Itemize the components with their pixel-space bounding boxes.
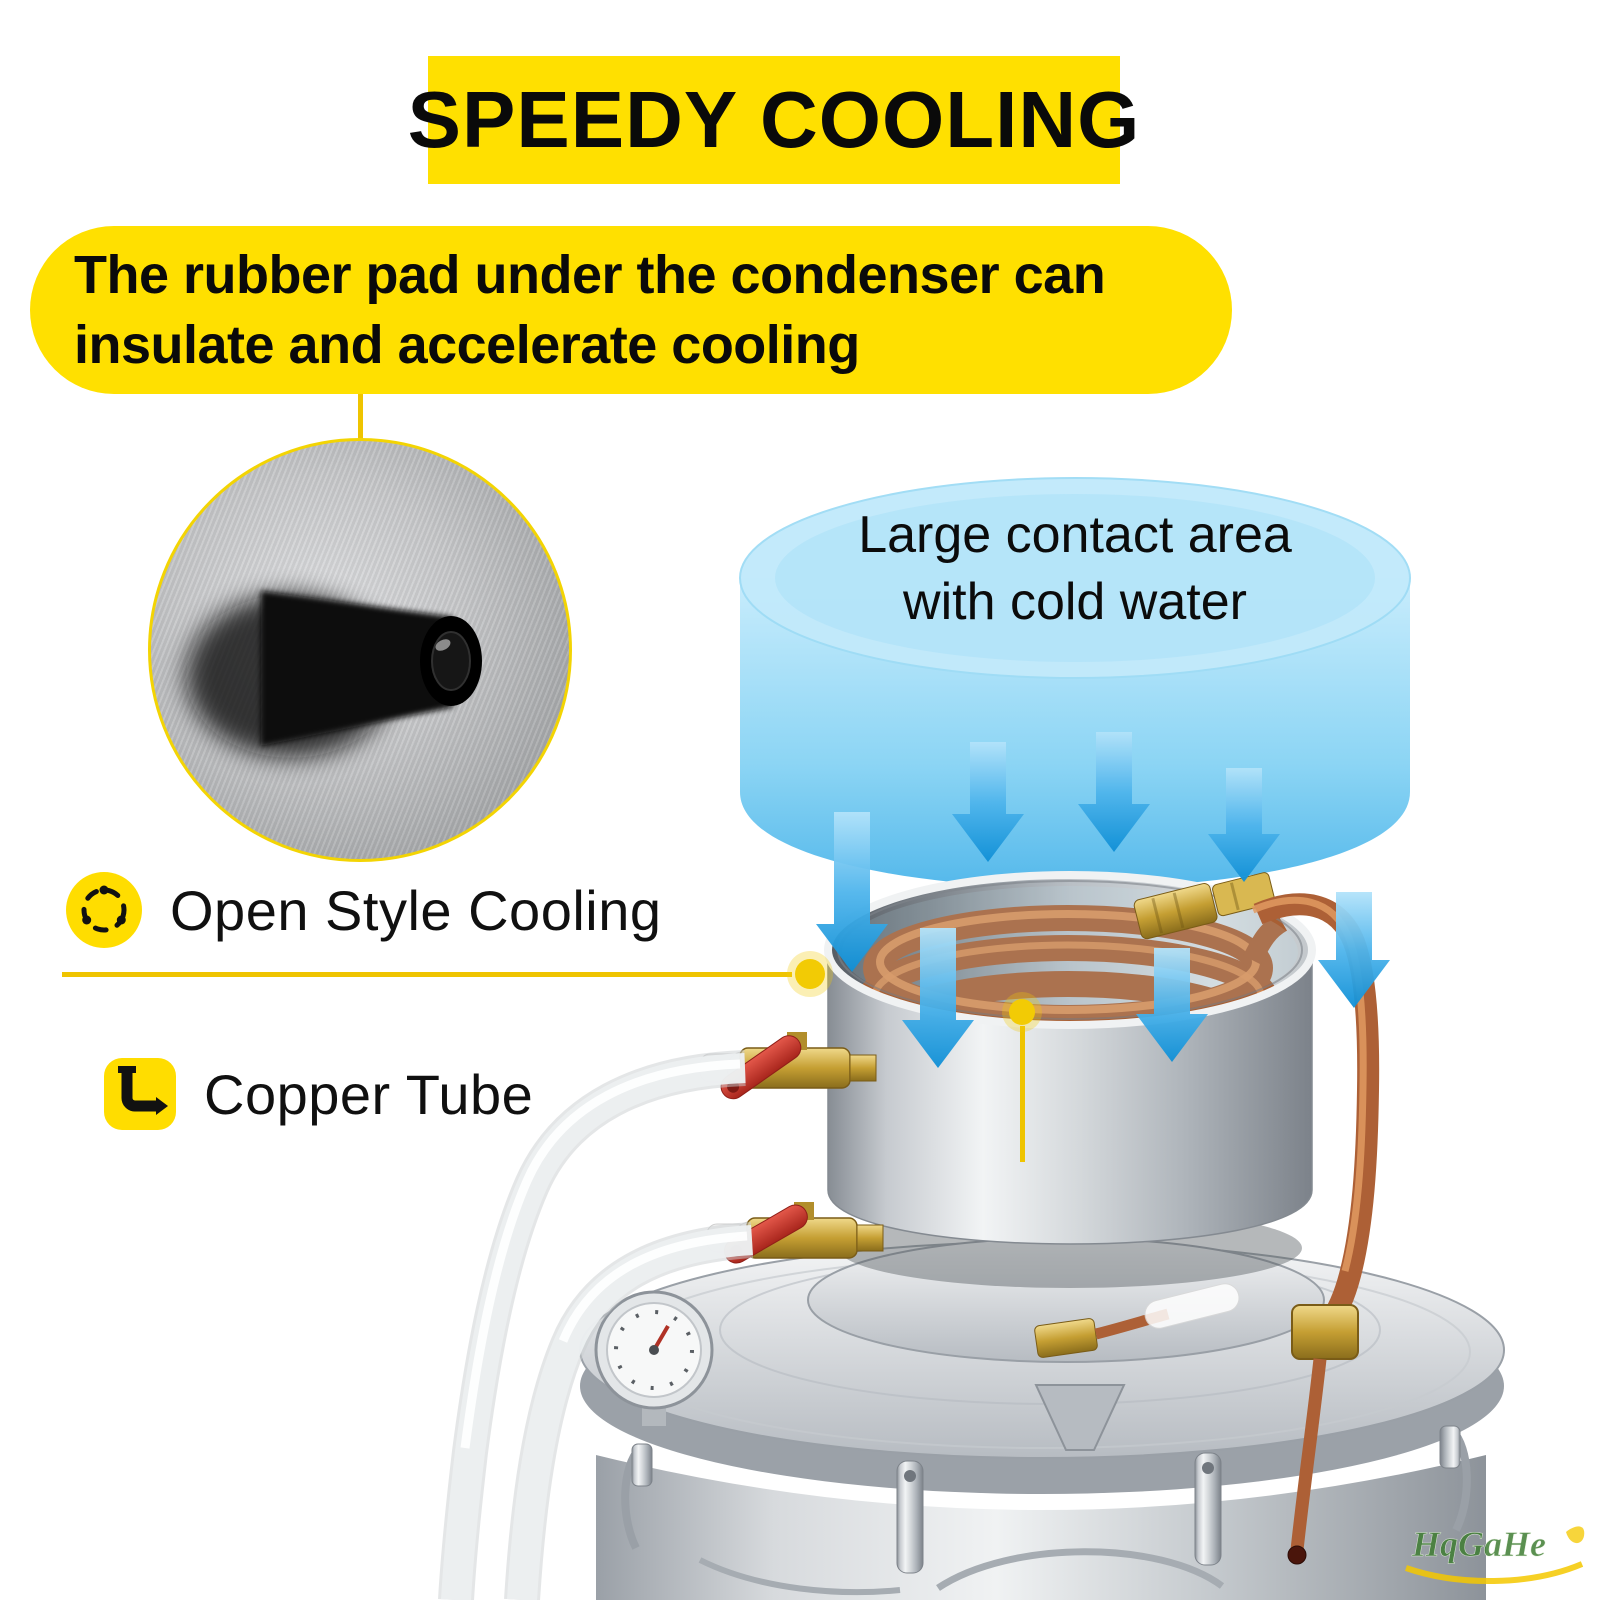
lid-cone-fitting	[1034, 1384, 1126, 1451]
flow-arrow	[1318, 892, 1390, 1008]
brass-nut	[1291, 1304, 1359, 1360]
cold-water-cylinder	[739, 477, 1411, 888]
copper-tube-pointer-dot	[1009, 999, 1035, 1025]
pipe-elbow-icon	[104, 1058, 176, 1130]
headline-text: SPEEDY COOLING	[407, 75, 1141, 164]
rubber-pad-inset	[148, 438, 572, 862]
watermark-leaf	[1566, 1526, 1585, 1544]
tube-outlet-tip	[1287, 1545, 1307, 1565]
callout-line-1: The rubber pad under the condenser can	[74, 244, 1106, 305]
brand-watermark: HqGaHe	[1398, 1514, 1588, 1596]
rubber-pad-illustration	[186, 591, 482, 758]
feature-label: Copper Tube	[204, 1062, 534, 1126]
thermometer-gauge	[594, 1290, 714, 1426]
callout-line-2: insulate and accelerate cooling	[74, 315, 860, 375]
water-contact-label: Large contact area with cold water	[795, 502, 1355, 635]
lid-clamp-front-left	[896, 1460, 924, 1574]
callout-box: The rubber pad under the condenser can i…	[30, 226, 1232, 394]
watermark-text: HqGaHe	[1411, 1524, 1546, 1564]
flow-arrow	[902, 928, 974, 1068]
silicone-sleeve	[1144, 1283, 1240, 1329]
water-label-line-1: Large contact area	[858, 506, 1292, 564]
feature-label: Open Style Cooling	[170, 878, 662, 942]
water-label-line-2: with cold water	[903, 572, 1247, 631]
wire-bail-handle-left	[698, 1557, 901, 1596]
wire-bail-handle	[936, 1548, 1225, 1591]
water-flow-arrows	[816, 732, 1390, 1068]
flow-arrow	[1136, 948, 1208, 1062]
cycle-arrows-icon	[66, 872, 142, 948]
brass-union-fitting	[1133, 872, 1275, 940]
lid-clamp-right	[1439, 1425, 1471, 1532]
condenser-pot	[824, 871, 1316, 1245]
open-style-pointer-dot	[795, 959, 825, 989]
lid-copper-tube	[1034, 1283, 1240, 1358]
headline-banner: SPEEDY COOLING	[408, 56, 1139, 184]
flow-arrow	[816, 812, 888, 972]
lid-clamp-front-right	[1194, 1452, 1222, 1566]
watermark-swoosh	[1405, 1561, 1584, 1584]
copper-outlet-tube	[1251, 893, 1380, 1565]
flow-arrow	[1078, 732, 1150, 852]
copper-tube-pointer-line	[1020, 1026, 1025, 1162]
silicone-hose-lower	[504, 1222, 754, 1600]
callout-connector-line	[358, 392, 363, 448]
flow-arrow	[952, 742, 1024, 862]
feature-open-style-cooling: Open Style Cooling	[66, 872, 662, 948]
flow-arrow	[1208, 768, 1280, 882]
open-style-pointer-line	[62, 972, 792, 977]
silicone-hose-upper	[438, 1050, 746, 1600]
lid-clamp-left	[621, 1443, 653, 1550]
feature-copper-tube: Copper Tube	[104, 1058, 533, 1130]
